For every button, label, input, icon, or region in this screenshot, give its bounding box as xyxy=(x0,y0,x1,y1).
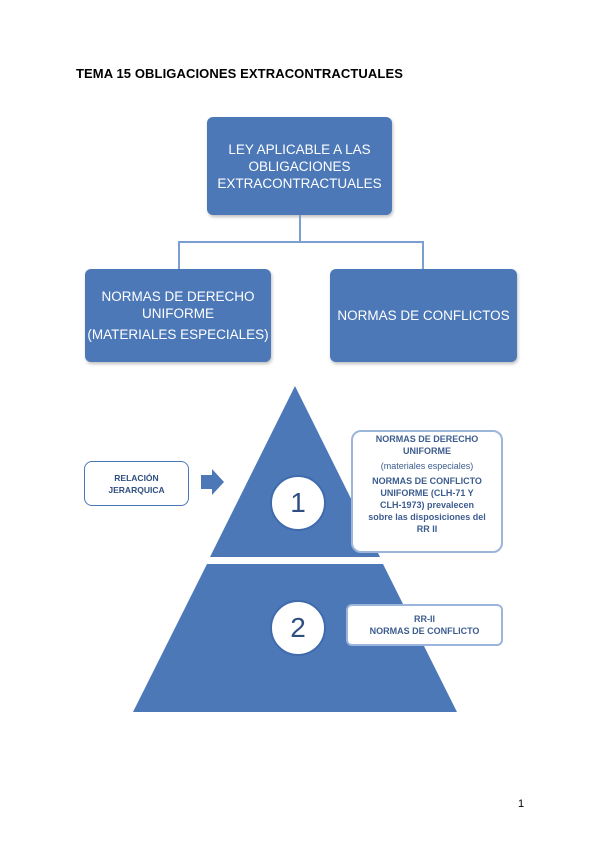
left-box: NORMAS DE DERECHO UNIFORME (MATERIALES E… xyxy=(85,269,271,362)
callout2-line1: RR-II xyxy=(414,614,435,624)
callout-level-1: NORMAS DE DERECHO UNIFORME (materiales e… xyxy=(351,430,503,553)
right-box: NORMAS DE CONFLICTOS xyxy=(330,269,517,362)
connector-horizontal xyxy=(178,241,424,243)
page-number: 1 xyxy=(518,798,525,810)
callout1-line8: RR II xyxy=(416,524,438,534)
page-title: TEMA 15 OBLIGACIONES EXTRACONTRACTUALES xyxy=(76,66,403,81)
top-box-line1: LEY APLICABLE A LAS xyxy=(228,141,371,157)
top-box-line2: OBLIGACIONES xyxy=(248,158,351,174)
callout1-line2: UNIFORME xyxy=(403,446,451,456)
relation-box-line1: RELACIÓN xyxy=(114,472,159,483)
callout1-line4: NORMAS DE CONFLICTO xyxy=(372,476,482,486)
level-1-circle: 1 xyxy=(270,475,326,531)
arrow-right-icon xyxy=(201,469,224,495)
connector-right xyxy=(422,241,424,269)
left-box-line3: (MATERIALES ESPECIALES) xyxy=(87,327,269,342)
callout1-line6: CLH-1973) prevalecen xyxy=(379,500,475,510)
top-box: LEY APLICABLE A LAS OBLIGACIONES EXTRACO… xyxy=(207,117,392,215)
relation-box-line2: JERARQUICA xyxy=(108,484,165,495)
level-2-circle: 2 xyxy=(270,600,326,656)
right-box-line1: NORMAS DE CONFLICTOS xyxy=(337,308,510,323)
callout2-line2: NORMAS DE CONFLICTO xyxy=(369,626,480,636)
relation-box: RELACIÓN JERARQUICA xyxy=(84,461,189,506)
callout1-line5: UNIFORME (CLH-71 Y xyxy=(380,488,474,498)
left-box-line1: NORMAS DE DERECHO xyxy=(101,289,255,304)
callout1-line3: (materiales especiales) xyxy=(380,461,474,471)
level-2-number: 2 xyxy=(290,612,306,643)
callout-level-2: RR-II NORMAS DE CONFLICTO xyxy=(346,604,503,646)
level-1-number: 1 xyxy=(290,487,306,518)
connector-left xyxy=(178,241,180,269)
callout1-line1: NORMAS DE DERECHO xyxy=(375,434,479,444)
connector-vertical-top xyxy=(299,215,301,242)
callout1-line7: sobre las disposiciones del xyxy=(368,512,486,522)
left-box-line2: UNIFORME xyxy=(142,306,214,321)
pyramid-top-section xyxy=(210,386,380,557)
top-box-line3: EXTRACONTRACTUALES xyxy=(217,175,382,191)
